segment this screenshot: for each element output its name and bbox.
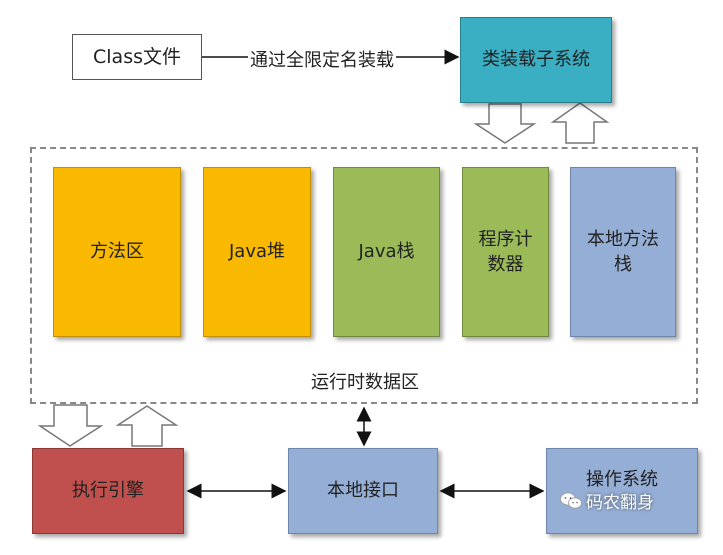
loader-down-arrow: [473, 103, 537, 144]
native-stack-label-line2: 栈: [614, 254, 632, 275]
native-interface-label: 本地接口: [327, 480, 399, 502]
loader-up-arrow: [550, 102, 610, 144]
native-method-stack-box: 本地方法 栈: [570, 167, 676, 337]
load-edge-label: 通过全限定名装载: [248, 46, 396, 72]
method-area-box: 方法区: [53, 167, 181, 337]
watermark: 码农翻身: [560, 488, 654, 513]
class-loader-label: 类装载子系统: [482, 49, 590, 71]
watermark-text: 码农翻身: [586, 493, 654, 513]
execution-engine-label: 执行引擎: [72, 480, 144, 502]
pc-register-label-line2: 数器: [487, 254, 524, 275]
class-loader-box: 类装载子系统: [460, 17, 612, 103]
operating-system-box: 操作系统: [546, 448, 698, 534]
pc-register-box: 程序计 数器: [462, 167, 549, 337]
class-file-label: Class文件: [93, 45, 181, 68]
java-stack-box: Java栈: [333, 167, 440, 337]
java-stack-label: Java栈: [358, 241, 415, 263]
operating-system-label: 操作系统: [586, 469, 658, 490]
execution-engine-box: 执行引擎: [32, 448, 184, 534]
java-heap-box: Java堆: [203, 167, 311, 337]
java-heap-label: Java堆: [228, 241, 286, 263]
runtime-data-area-label: 运行时数据区: [311, 372, 419, 393]
wechat-icon: [560, 492, 582, 509]
native-stack-label-line1: 本地方法: [587, 228, 659, 250]
native-interface-box: 本地接口: [288, 448, 438, 534]
class-file-box: Class文件: [72, 34, 202, 80]
runtime-data-area: [30, 147, 698, 404]
runtime-up-arrow: [115, 405, 179, 447]
pc-register-label-line1: 程序计: [478, 228, 533, 250]
runtime-down-arrow: [37, 404, 104, 447]
method-area-label: 方法区: [90, 241, 144, 263]
